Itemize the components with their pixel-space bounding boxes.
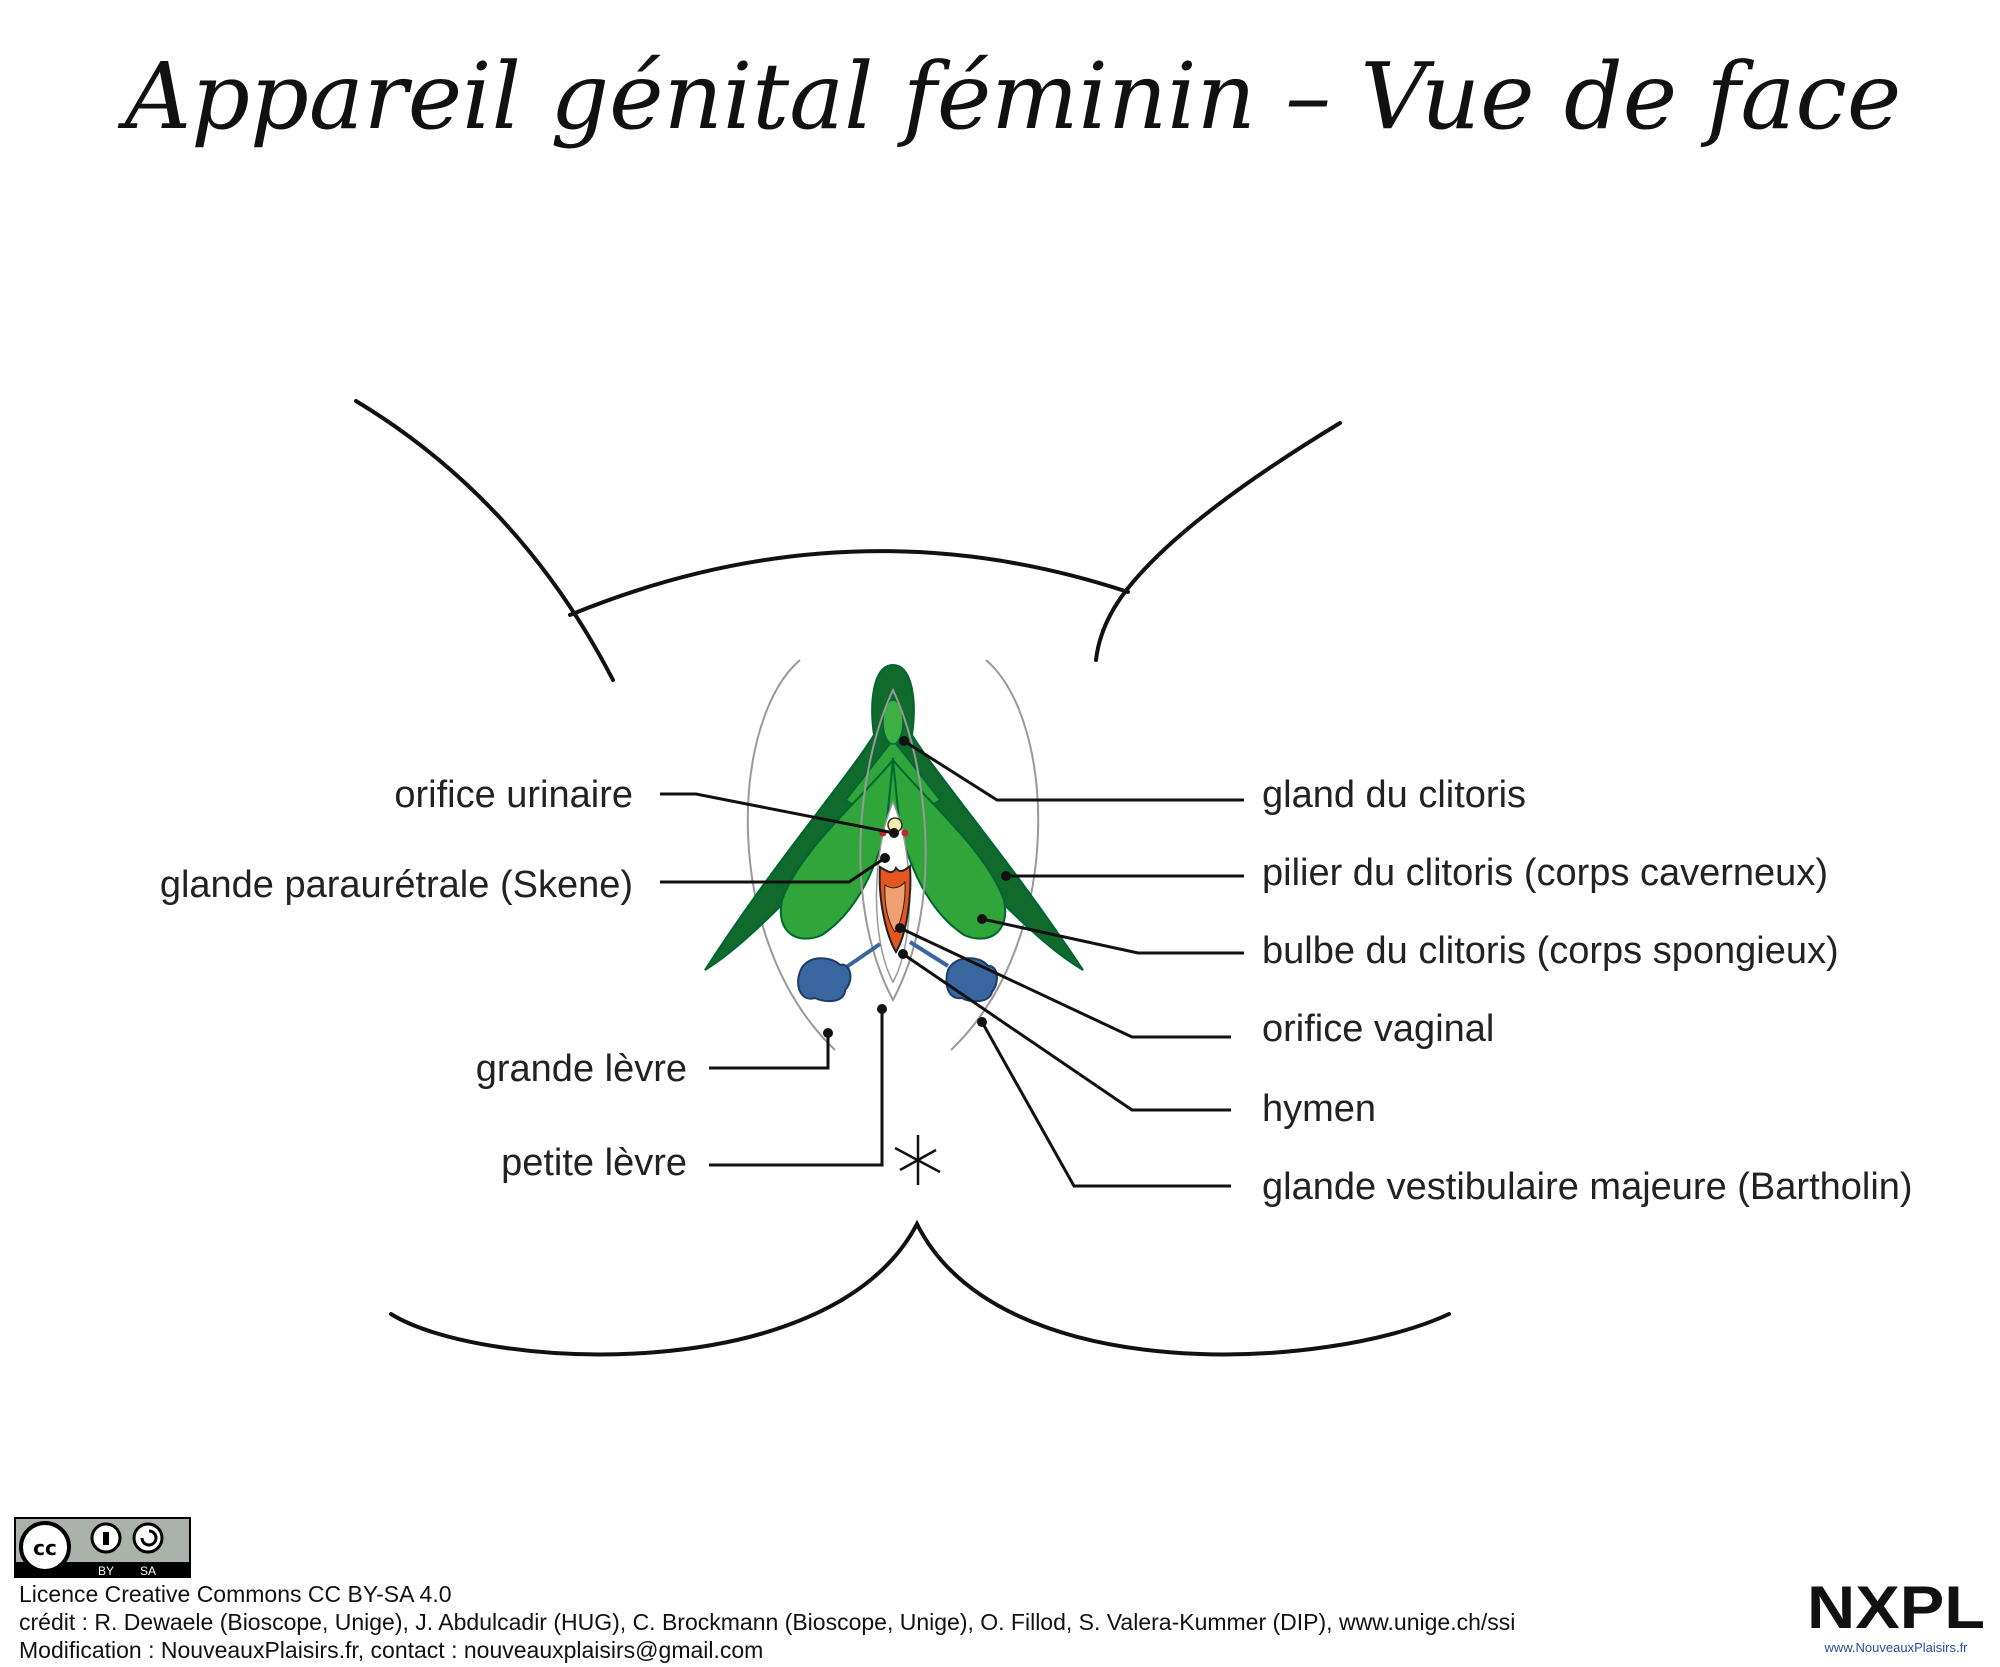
label-gland-clitoris: gland du clitoris xyxy=(1262,774,1526,816)
clitoris-bulb-right xyxy=(891,756,1007,940)
diagram-title: Appareil génital féminin – Vue de face xyxy=(117,43,1902,150)
clitoris-bulb-left xyxy=(779,756,895,940)
body-outline xyxy=(354,399,1451,1357)
cc-by-sa-badge[interactable]: cc BY SA xyxy=(14,1517,191,1578)
label-pilier-clitoris: pilier du clitoris (corps caverneux) xyxy=(1262,852,1828,894)
label-orifice-urinaire: orifice urinaire xyxy=(394,774,633,816)
hymen xyxy=(884,880,906,933)
skene-gland-right xyxy=(901,829,909,837)
mons-curve xyxy=(568,549,1130,617)
anatomy xyxy=(704,659,1084,1051)
badge-by-text: BY xyxy=(98,1564,114,1578)
nxpl-logo: NXPL www.NouveauxPlaisirs.fr xyxy=(1807,1574,1985,1655)
buttocks-curve xyxy=(389,1219,1451,1357)
bartholin-gland-right xyxy=(945,957,998,1003)
label-grande-levre: grande lèvre xyxy=(476,1048,687,1090)
bartholin-gland-left xyxy=(797,957,852,1003)
bartholin-duct-right xyxy=(908,940,950,968)
bartholin-duct-left xyxy=(843,942,882,970)
label-orifice-vaginal: orifice vaginal xyxy=(1262,1008,1494,1050)
leader-lines xyxy=(660,736,1244,1188)
right-thigh-line xyxy=(1094,421,1342,662)
labia-majora xyxy=(746,659,1040,1051)
anus-star-icon xyxy=(894,1135,941,1185)
credit-text: crédit : R. Dewaele (Bioscope, Unige), J… xyxy=(19,1609,1515,1635)
share-alike-icon xyxy=(132,1522,164,1554)
cc-icon xyxy=(19,1521,71,1573)
label-hymen: hymen xyxy=(1262,1088,1376,1130)
labia-minora xyxy=(859,687,927,1003)
license-text: Licence Creative Commons CC BY-SA 4.0 xyxy=(19,1581,452,1607)
modification-text: Modification : NouveauxPlaisirs.fr, cont… xyxy=(19,1637,763,1663)
logo-text: NXPL xyxy=(1807,1574,1985,1641)
label-glande-parauretrale: glande paraurétrale (Skene) xyxy=(160,864,633,906)
label-petite-levre: petite lèvre xyxy=(501,1142,687,1184)
label-bulbe-clitoris: bulbe du clitoris (corps spongieux) xyxy=(1262,930,1839,972)
badge-sa-text: SA xyxy=(140,1564,156,1578)
left-thigh-line xyxy=(354,399,615,682)
cc-text: cc xyxy=(33,1536,57,1560)
label-glande-vestibulaire: glande vestibulaire majeure (Bartholin) xyxy=(1262,1166,1913,1208)
clitoris-glans xyxy=(882,699,904,745)
logo-url: www.NouveauxPlaisirs.fr xyxy=(1823,1640,1968,1655)
